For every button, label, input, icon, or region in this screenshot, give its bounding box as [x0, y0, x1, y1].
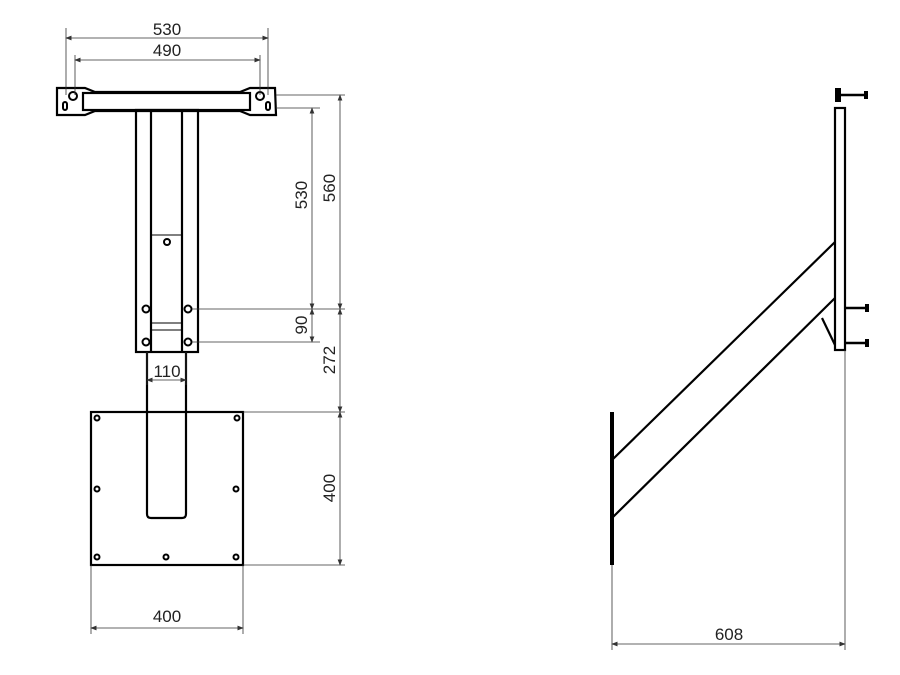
arm-lower-edge [611, 297, 836, 519]
column [134, 108, 200, 354]
dim-plate-width: 400 [153, 607, 181, 626]
bolt-hole-icon [68, 91, 78, 101]
arm [145, 352, 188, 520]
mount-plate [833, 106, 847, 352]
dim-arm-width: 110 [153, 362, 180, 381]
front-view: 530 490 530 560 90 272 400 110 [55, 20, 345, 634]
dim-top-inner: 490 [153, 41, 181, 60]
dim-arm-offset: 272 [320, 346, 339, 374]
side-view: 608 [610, 88, 869, 650]
dim-top-outer: 530 [153, 20, 181, 39]
bolts [835, 88, 869, 347]
dim-column-inner: 530 [292, 181, 311, 209]
dim-depth: 608 [715, 625, 743, 644]
dim-plate-height: 400 [320, 474, 339, 502]
base-plate [89, 410, 245, 567]
dimensions: 530 490 530 560 90 272 400 110 [65, 20, 345, 634]
dim-hole-spacing: 90 [292, 316, 311, 335]
arm-upper-edge [611, 241, 836, 461]
dim-column-outer: 560 [320, 174, 339, 202]
